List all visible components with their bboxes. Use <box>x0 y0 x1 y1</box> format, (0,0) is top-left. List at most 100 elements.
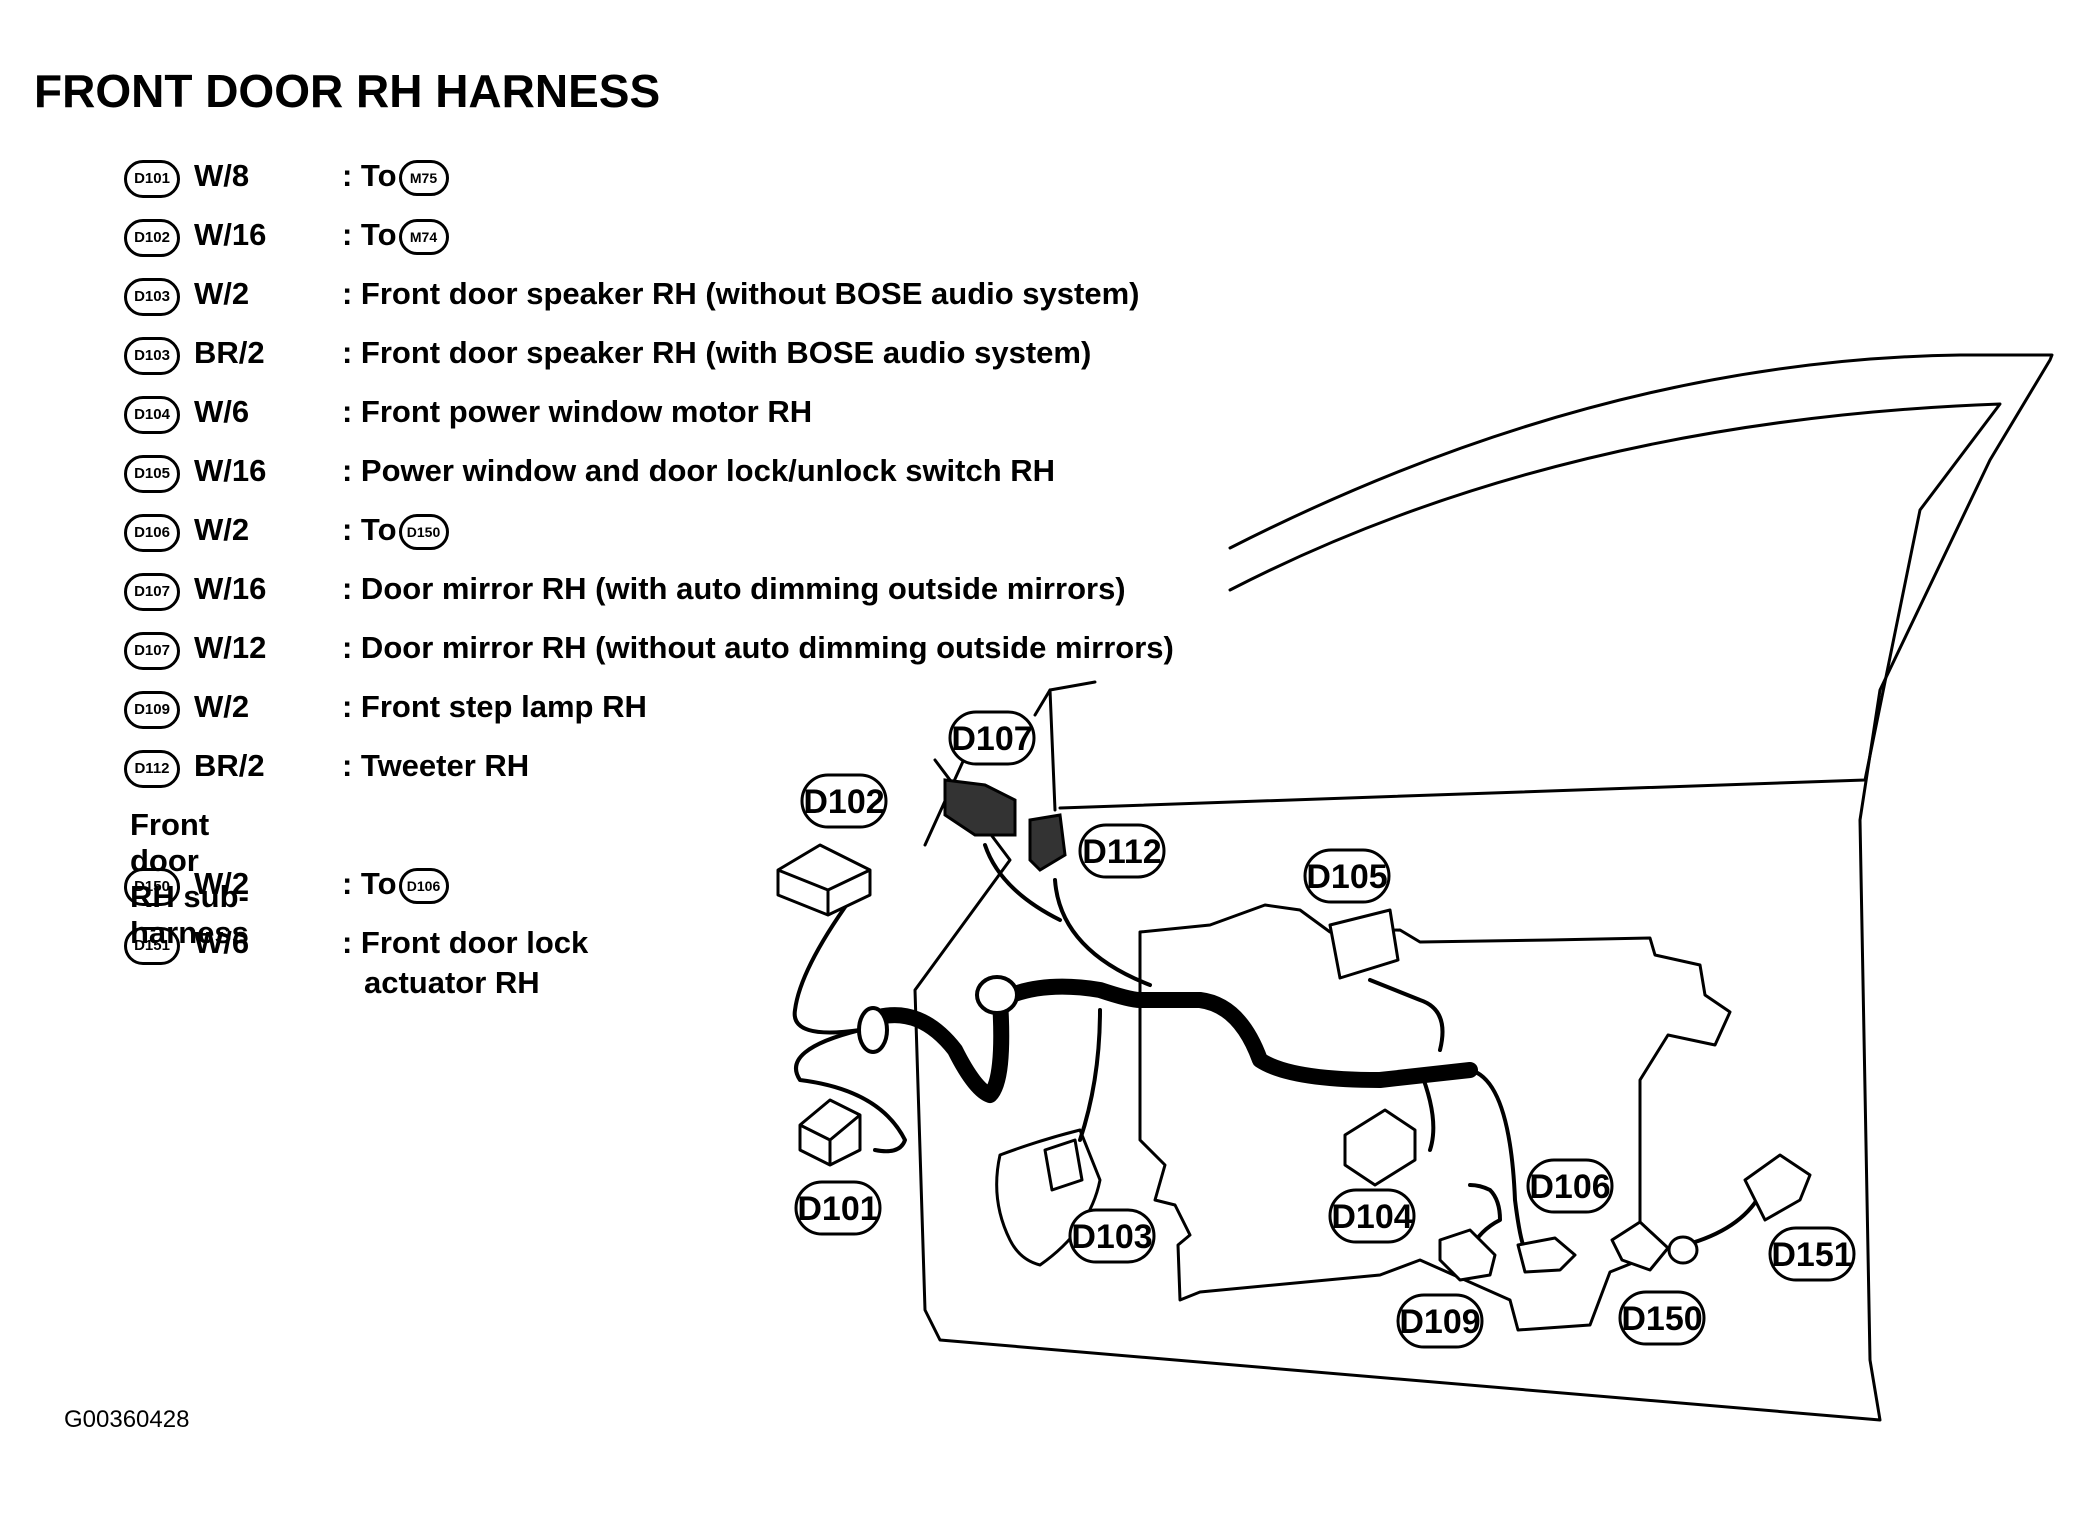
callout-d104 <box>1328 1188 1416 1244</box>
callout-d151 <box>1768 1226 1856 1282</box>
label-d102: D102 <box>803 783 884 821</box>
connector-badge: D105 <box>124 455 180 493</box>
callout-d109 <box>1396 1293 1484 1349</box>
callout-d106 <box>1526 1158 1614 1214</box>
connector-badge: D102 <box>124 219 180 257</box>
wire-spec: W/2 <box>194 276 250 311</box>
ref-badge: M75 <box>398 159 449 196</box>
wire-spec: W/16 <box>194 571 267 606</box>
connector-d102 <box>776 843 872 917</box>
label-d105: D105 <box>1306 858 1387 896</box>
desc-text: : To <box>342 512 397 547</box>
ref-badge: D106 <box>398 867 449 904</box>
grommet-2 <box>975 975 1019 1015</box>
connector-desc: : Power window and door lock/unlock swit… <box>342 453 1056 488</box>
callout-d103 <box>1068 1208 1156 1264</box>
wire-spec: W/6 <box>194 394 250 429</box>
connector-d112 <box>1028 813 1067 872</box>
connector-wire-d151 <box>1683 1193 1762 1247</box>
connector-d101 <box>798 1098 862 1167</box>
window-frame-inner <box>1058 402 2002 810</box>
connector-badge: D104 <box>124 396 180 434</box>
desc-text: : To <box>342 866 397 901</box>
main-harness-cable <box>867 978 1478 1103</box>
connector-wire-d104 <box>1418 1068 1436 1152</box>
connector-badge: D107 <box>124 632 180 670</box>
connector-desc: : Tweeter RH <box>342 748 530 783</box>
connector-d106 <box>1516 1236 1577 1274</box>
wire-spec: W/16 <box>194 453 267 488</box>
label-d151: D151 <box>1771 1236 1852 1274</box>
connector-d103 <box>1043 1138 1084 1192</box>
wire-spec: W/8 <box>194 158 250 193</box>
wire-spec: W/12 <box>194 630 267 665</box>
connector-wire-d101 <box>794 1028 907 1154</box>
label-d107: D107 <box>951 720 1032 758</box>
connector-d150 <box>1610 1220 1670 1272</box>
label-d109: D109 <box>1399 1303 1480 1341</box>
inner-panel <box>1138 903 1732 1332</box>
connector-desc: : Front door speaker RH (without BOSE au… <box>342 276 1140 311</box>
ref-badge: M74 <box>398 218 449 255</box>
connector-d109 <box>1438 1228 1497 1282</box>
label-d103: D103 <box>1071 1218 1152 1256</box>
callout-d101 <box>794 1180 882 1236</box>
wire-spec: W/2 <box>194 866 250 901</box>
wire-spec: BR/2 <box>194 748 265 783</box>
label-d106: D106 <box>1529 1168 1610 1206</box>
desc-text: : To <box>342 158 397 193</box>
connector-wire-d105 <box>1368 978 1445 1052</box>
wire-spec: W/2 <box>194 689 250 724</box>
connector-d105 <box>1328 908 1400 980</box>
connector-badge: D103 <box>124 337 180 375</box>
connector-desc-line2: actuator RH <box>364 965 540 1000</box>
connector-desc: : Door mirror RH (without auto dimming o… <box>342 630 1174 665</box>
page-title: FRONT DOOR RH HARNESS <box>34 65 661 117</box>
connector-badge: D109 <box>124 691 180 729</box>
connector-d104 <box>1343 1108 1417 1187</box>
wire-spec: BR/2 <box>194 335 265 370</box>
connector-d151-end <box>1667 1235 1699 1265</box>
label-d112: D112 <box>1082 833 1161 871</box>
connector-desc: : Front power window motor RH <box>342 394 813 429</box>
figure-id: G00360428 <box>64 1406 190 1433</box>
callout-d102 <box>800 773 888 829</box>
label-d101: D101 <box>797 1190 878 1228</box>
connector-badge: D151 <box>124 927 180 965</box>
connector-badge: D107 <box>124 573 180 611</box>
label-d104: D104 <box>1331 1198 1412 1236</box>
door-outline <box>913 353 2054 1422</box>
connector-desc: : Front door lock <box>342 925 589 960</box>
connector-badge: D103 <box>124 278 180 316</box>
window-frame-line <box>1048 680 1097 812</box>
wire-spec: W/6 <box>194 925 250 960</box>
desc-text: : To <box>342 217 397 252</box>
connector-wire-d112 <box>1053 878 1152 987</box>
grommet-1 <box>857 1006 889 1054</box>
wire-spec: W/16 <box>194 217 267 252</box>
mirror-line <box>1033 688 1052 717</box>
connector-wire-d103 <box>1078 1008 1102 1142</box>
connector-desc: : Front step lamp RH <box>342 689 647 724</box>
connector-wire-d109 <box>1468 1183 1502 1252</box>
callout-d112 <box>1078 823 1166 879</box>
callout-d150 <box>1618 1290 1706 1346</box>
label-d150: D150 <box>1621 1300 1702 1338</box>
connector-d151 <box>1743 1153 1812 1222</box>
connector-d107 <box>943 778 1017 837</box>
connector-desc: : Front door speaker RH (with BOSE audio… <box>342 335 1092 370</box>
connector-badge: D150 <box>124 868 180 906</box>
connector-wire-d107 <box>983 843 1062 922</box>
connector-badge: D112 <box>124 750 180 788</box>
connector-badge: D106 <box>124 514 180 552</box>
connector-wire-d106 <box>1468 1068 1527 1252</box>
ref-badge: D150 <box>398 513 449 550</box>
wire-spec: W/2 <box>194 512 250 547</box>
connector-desc: : Door mirror RH (with auto dimming outs… <box>342 571 1126 606</box>
callout-d107 <box>948 710 1036 766</box>
